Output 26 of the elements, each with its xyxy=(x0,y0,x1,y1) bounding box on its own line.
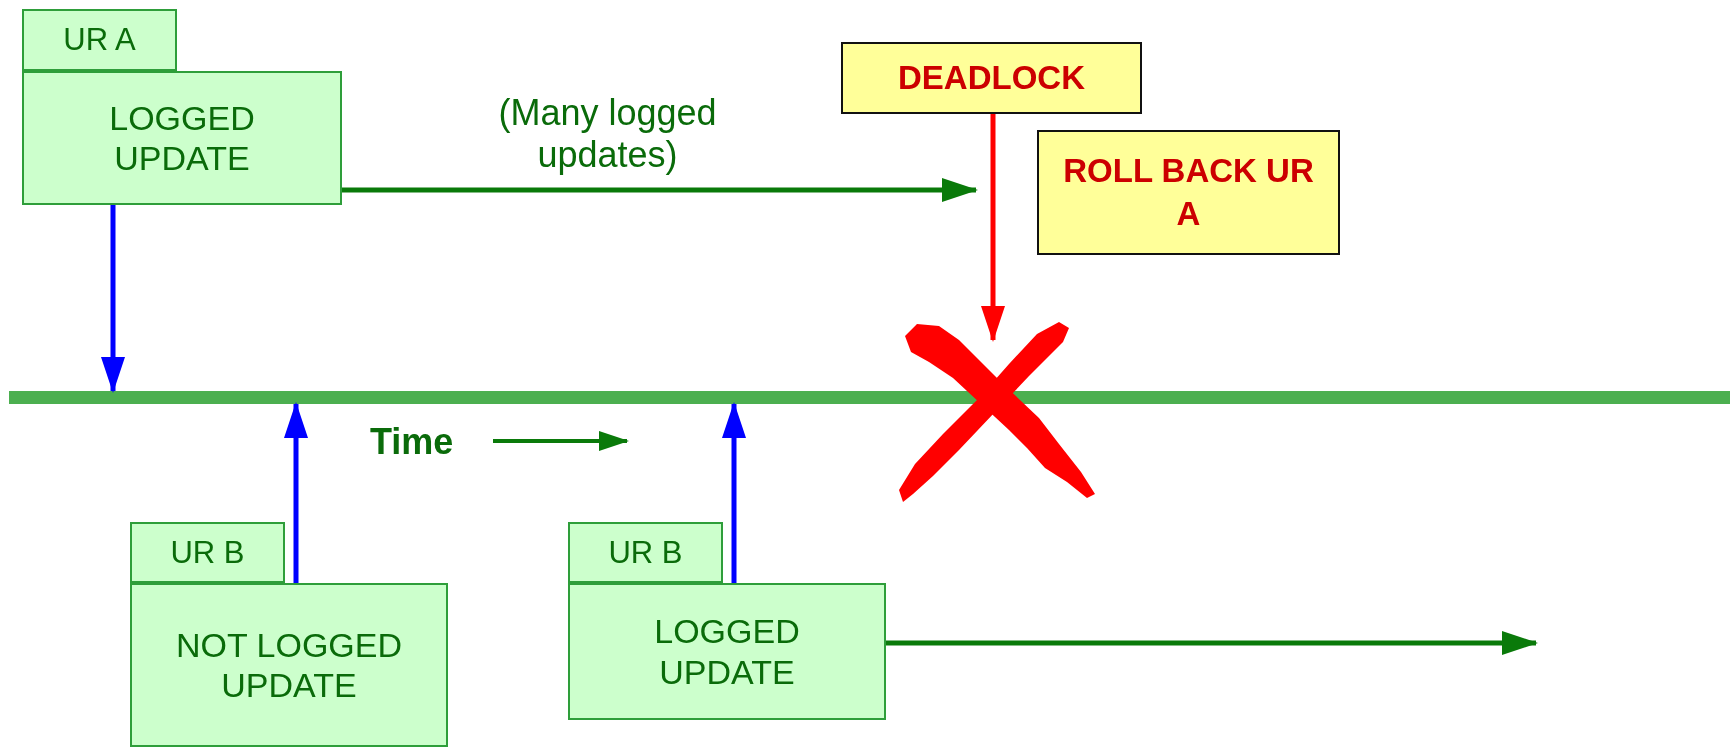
node-text: LOGGED UPDATE xyxy=(653,611,801,692)
node-text: DEADLOCK xyxy=(898,57,1085,98)
node-text: UR A xyxy=(63,22,136,58)
update-box xyxy=(22,71,342,205)
tab-box xyxy=(568,522,723,583)
alert-box xyxy=(1037,130,1340,255)
node-text: UR B xyxy=(608,534,683,571)
update-box xyxy=(130,583,448,747)
alert-box xyxy=(841,42,1142,114)
node-text: LOGGED UPDATE xyxy=(108,97,256,179)
cross-mark xyxy=(899,322,1098,505)
edge-label: (Many logged updates) xyxy=(497,92,718,177)
tab-box xyxy=(22,9,177,71)
time-label: Time xyxy=(370,421,454,463)
arrow xyxy=(284,402,308,583)
arrow xyxy=(981,114,1005,342)
tab-box xyxy=(130,522,285,583)
timeline-bar xyxy=(9,391,1730,404)
node-text: NOT LOGGED UPDATE xyxy=(174,624,404,706)
arrow xyxy=(101,205,125,393)
node-text: ROLL BACK UR A xyxy=(1062,150,1315,234)
arrow xyxy=(886,631,1538,655)
node-text: UR B xyxy=(170,534,245,571)
arrow xyxy=(342,178,978,202)
arrow xyxy=(722,402,746,583)
update-box xyxy=(568,583,886,720)
